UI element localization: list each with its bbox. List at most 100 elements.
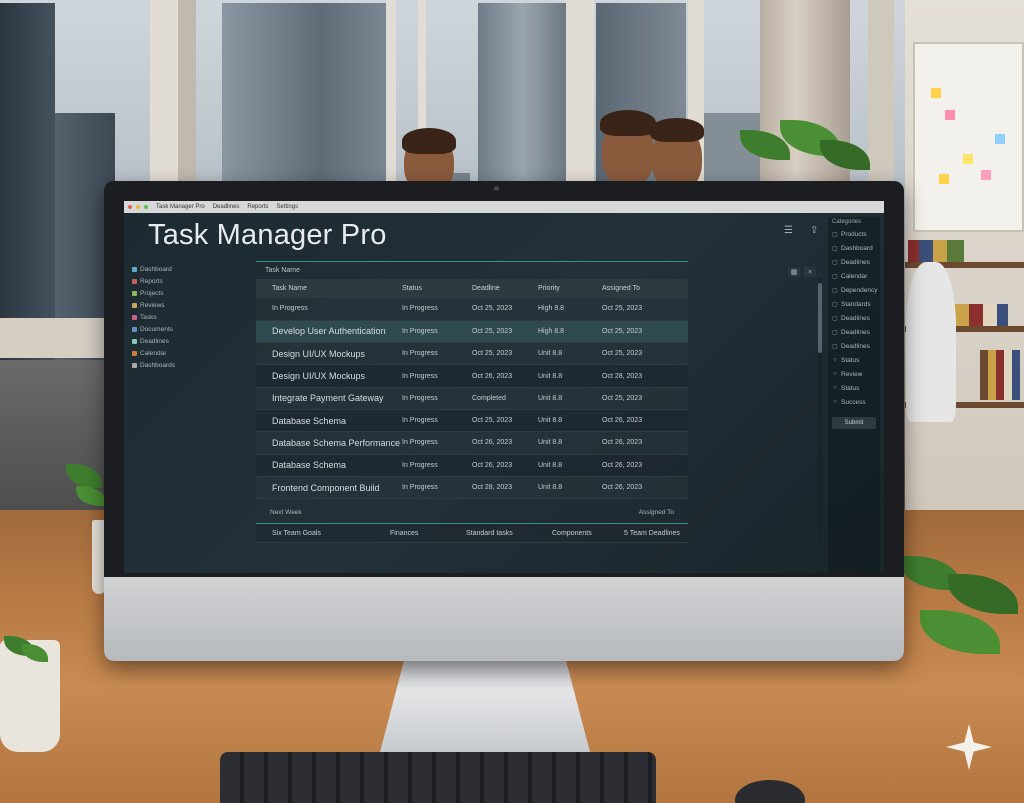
right-sidebar-item-label: Success: [841, 398, 866, 406]
colleague-with-headphones: [906, 262, 956, 422]
circle-icon: ○: [833, 357, 837, 363]
assigned-cell: Oct 26, 2023: [602, 461, 643, 469]
table-header-row: Task Name Status Deadline Priority Assig…: [256, 279, 688, 298]
right-sidebar-item[interactable]: ○ Status: [828, 381, 880, 395]
right-sidebar-item[interactable]: ▢ Dependency: [828, 283, 880, 297]
right-sidebar-item-label: Deadlines: [841, 314, 870, 322]
priority-cell: Unit 8.8: [538, 394, 563, 402]
right-sidebar-item-label: Status: [841, 384, 860, 392]
table-row[interactable]: Database Schema Performance In Progress …: [256, 431, 688, 455]
minimize-window-button[interactable]: [136, 205, 140, 209]
square-icon: ▢: [832, 329, 838, 336]
sidebar-item-label: Deadlines: [140, 337, 169, 345]
table-row[interactable]: In Progress In Progress Oct 25, 2023 Hig…: [256, 298, 688, 321]
sidebar-item-label: Reports: [140, 277, 163, 285]
sidebar-item-dashboards[interactable]: Dashboards: [132, 359, 200, 371]
task-name-cell: Database Schema: [272, 460, 347, 471]
table-row-selected[interactable]: Develop User Authentication In Progress …: [256, 320, 688, 343]
right-sidebar-item[interactable]: ○ Success: [828, 395, 880, 409]
column-header[interactable]: Priority: [538, 285, 560, 292]
status-cell: In Progress: [402, 372, 438, 380]
circle-icon: ○: [833, 385, 837, 391]
menu-item[interactable]: Task Manager Pro: [156, 204, 205, 210]
column-header[interactable]: Assigned To: [602, 285, 641, 292]
right-sidebar-header: Categories: [832, 219, 862, 225]
bookshelf: [905, 326, 1024, 332]
close-icon[interactable]: ×: [804, 267, 816, 277]
right-sidebar-item-label: Status: [841, 356, 860, 364]
share-icon[interactable]: ⇪: [810, 225, 819, 236]
deadlines-icon: [132, 338, 137, 344]
sticky-note: [995, 134, 1005, 144]
assigned-cell: Oct 26, 2023: [602, 417, 643, 425]
tasks-icon: [132, 314, 137, 320]
status-cell: In Progress: [402, 394, 438, 402]
submit-button[interactable]: Submit: [832, 417, 876, 429]
deadline-cell: Oct 26, 2023: [472, 439, 513, 447]
right-sidebar-item[interactable]: ○ Review: [828, 367, 880, 381]
window-titlebar: Task Manager Pro Deadlines Reports Setti…: [124, 201, 884, 213]
panel-toolbar: ▦ ×: [788, 267, 816, 277]
sidebar-item-projects[interactable]: Projects: [132, 287, 200, 299]
table-row[interactable]: Database Schema In Progress Oct 26, 2023…: [256, 454, 688, 477]
sidebar-item-deadlines[interactable]: Deadlines: [132, 335, 200, 347]
table-row[interactable]: Design UI/UX Mockups In Progress Oct 25,…: [256, 342, 688, 365]
summary-row[interactable]: Six Team Goals Finances Standard tasks C…: [256, 523, 688, 543]
table-row[interactable]: Design UI/UX Mockups In Progress Oct 26,…: [256, 364, 688, 388]
app-title: Task Manager Pro: [148, 219, 387, 251]
dashboards-icon: [132, 362, 137, 368]
right-sidebar-item-label: Calendar: [841, 272, 868, 280]
close-window-button[interactable]: [128, 205, 132, 209]
status-cell: In Progress: [402, 484, 438, 492]
sidebar-item-calendar[interactable]: Calendar: [132, 347, 200, 359]
sidebar-item-label: Projects: [140, 289, 164, 297]
assigned-cell: Oct 26, 2023: [602, 439, 643, 447]
task-name-cell: In Progress: [272, 305, 308, 313]
task-table: Task Name Status Deadline Priority Assig…: [256, 279, 688, 499]
menu-item[interactable]: Deadlines: [212, 204, 240, 210]
summary-header: Next Week Assigned To: [256, 509, 688, 523]
square-icon: ▢: [832, 273, 838, 280]
colleague-hair: [600, 110, 656, 136]
right-sidebar-item[interactable]: ▢ Dashboard: [828, 241, 880, 255]
right-sidebar: Categories ▢ Products ▢ Dashboard ▢ Dead…: [828, 217, 880, 573]
scrollbar-thumb[interactable]: [818, 283, 822, 353]
hamburger-menu-icon[interactable]: ☰: [784, 225, 793, 236]
table-row[interactable]: Frontend Component Build In Progress Oct…: [256, 476, 688, 499]
menu-item[interactable]: Settings: [276, 204, 299, 210]
column-header[interactable]: Status: [402, 285, 422, 292]
right-sidebar-item[interactable]: ▢ Deadlines: [828, 339, 880, 353]
right-sidebar-item[interactable]: ▢ Deadlines: [828, 311, 880, 325]
right-sidebar-item[interactable]: ○ Status: [828, 353, 880, 367]
right-sidebar-item[interactable]: ▢ Deadlines: [828, 325, 880, 339]
grid-icon[interactable]: ▦: [788, 267, 800, 277]
right-sidebar-item[interactable]: ▢ Deadlines: [828, 255, 880, 269]
colleague-hair: [402, 128, 456, 154]
table-row[interactable]: Database Schema In Progress Oct 25, 2023…: [256, 409, 688, 432]
column-header[interactable]: Deadline: [472, 285, 500, 292]
right-sidebar-item[interactable]: ▢ Calendar: [828, 269, 880, 283]
bookshelf: [905, 402, 1024, 408]
sidebar-item-tasks[interactable]: Tasks: [132, 311, 200, 323]
status-cell: In Progress: [402, 439, 438, 447]
square-icon: ▢: [832, 245, 838, 252]
column-header[interactable]: Task Name: [272, 285, 308, 292]
task-name-cell: Design UI/UX Mockups: [272, 348, 366, 359]
right-sidebar-item-label: Review: [841, 370, 863, 378]
sidebar-item-reports[interactable]: Reports: [132, 275, 200, 287]
maximize-window-button[interactable]: [144, 205, 148, 209]
priority-cell: Unit 8.8: [538, 484, 563, 492]
sidebar-item-reviews[interactable]: Reviews: [132, 299, 200, 311]
summary-strip: Next Week Assigned To Six Team Goals Fin…: [256, 509, 688, 543]
deadline-cell: Oct 25, 2023: [472, 417, 513, 425]
menu-item[interactable]: Reports: [247, 204, 269, 210]
sidebar-item-documents[interactable]: Documents: [132, 323, 200, 335]
vertical-scrollbar[interactable]: [818, 279, 822, 541]
table-row[interactable]: Integrate Payment Gateway In Progress Co…: [256, 387, 688, 410]
right-sidebar-item[interactable]: ▢ Standards: [828, 297, 880, 311]
task-name-cell: Database Schema: [272, 415, 347, 426]
right-sidebar-item[interactable]: ▢ Products: [828, 227, 880, 241]
calendar-icon: [132, 350, 137, 356]
sidebar-item-dashboard[interactable]: Dashboard: [132, 263, 200, 275]
deadline-cell: Completed: [472, 394, 506, 402]
